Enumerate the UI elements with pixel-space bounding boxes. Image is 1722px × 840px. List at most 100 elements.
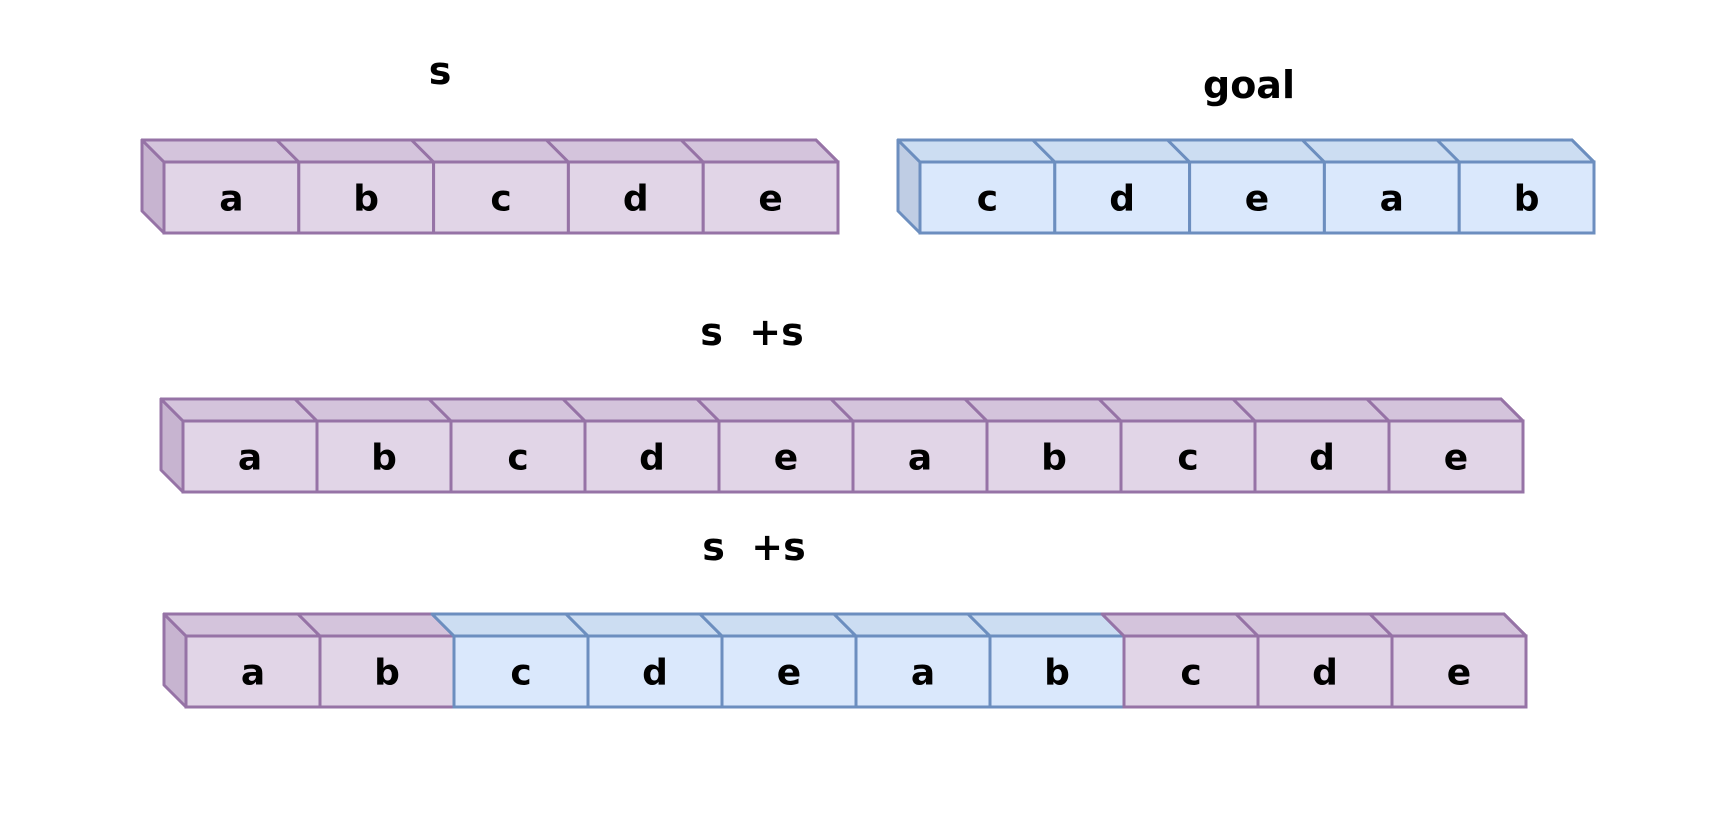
cell-front-face xyxy=(701,160,840,235)
cell-letter: b xyxy=(374,653,400,694)
cell-top-face xyxy=(140,138,301,164)
array-cell: d xyxy=(1234,612,1394,709)
array-cell: e xyxy=(1166,138,1326,235)
cell-front-face xyxy=(1322,160,1461,235)
array-cell: c xyxy=(430,612,590,709)
cell-top-face xyxy=(1097,397,1257,423)
cell-letter: e xyxy=(774,438,798,479)
array-cell: a xyxy=(162,612,322,709)
cell-top-face xyxy=(966,612,1126,638)
cell-letter: a xyxy=(241,653,265,694)
cell-letter: b xyxy=(1041,438,1067,479)
cell-letter: a xyxy=(238,438,262,479)
cell-letter: c xyxy=(1180,653,1201,694)
cell-top-face xyxy=(1435,138,1596,164)
cell-top-face xyxy=(1365,397,1525,423)
cell-front-face xyxy=(297,160,436,235)
cell-front-face xyxy=(583,419,721,494)
array-cell: b xyxy=(966,612,1126,709)
cell-top-face xyxy=(698,612,858,638)
cell-top-face xyxy=(695,397,855,423)
array-cell: c xyxy=(1097,397,1257,494)
array-cell: d xyxy=(564,612,724,709)
cell-top-face xyxy=(1100,612,1260,638)
array-corner-edge xyxy=(814,138,840,164)
array-cell: c xyxy=(410,138,570,235)
cell-top-face xyxy=(1300,138,1461,164)
cell-top-face xyxy=(410,138,570,164)
array-cell: d xyxy=(1031,138,1192,235)
cell-front-face xyxy=(318,634,456,709)
array-cell: b xyxy=(293,397,453,494)
array-cell: a xyxy=(829,397,989,494)
array-cell: e xyxy=(1368,612,1528,709)
array-cell: e xyxy=(679,138,840,235)
array-cell: e xyxy=(695,397,855,494)
cell-top-face xyxy=(430,612,590,638)
cell-letter: d xyxy=(1109,179,1135,220)
array-cell: c xyxy=(427,397,587,494)
cell-letter: d xyxy=(623,179,649,220)
array-cell: c xyxy=(1100,612,1260,709)
cell-letter: d xyxy=(642,653,668,694)
cell-front-face xyxy=(1387,419,1525,494)
cell-letter: a xyxy=(219,179,243,220)
cell-front-face xyxy=(854,634,992,709)
cell-letter: d xyxy=(1312,653,1338,694)
cell-letter: c xyxy=(490,179,511,220)
cell-letter: b xyxy=(353,179,379,220)
array-cell: d xyxy=(561,397,721,494)
cell-letter: d xyxy=(1309,438,1335,479)
cell-front-face xyxy=(1390,634,1528,709)
cell-front-face xyxy=(851,419,989,494)
cell-letter: e xyxy=(1245,179,1269,220)
cell-top-face xyxy=(829,397,989,423)
cell-front-face xyxy=(1457,160,1596,235)
cell-letter: c xyxy=(977,179,998,220)
label-concat-1: s +s xyxy=(700,310,804,354)
cell-top-face xyxy=(564,612,724,638)
cell-letter: c xyxy=(1177,438,1198,479)
cell-top-face xyxy=(544,138,705,164)
cell-front-face xyxy=(566,160,705,235)
array-cell: b xyxy=(296,612,456,709)
cell-top-face xyxy=(679,138,840,164)
array-cell: e xyxy=(698,612,858,709)
cell-top-face xyxy=(293,397,453,423)
array-corner-edge xyxy=(1499,397,1525,423)
cell-top-face xyxy=(1368,612,1528,638)
array-cell: a xyxy=(159,397,319,494)
cell-top-face xyxy=(162,612,322,638)
array-corner-edge xyxy=(1502,612,1528,638)
array-cell: c xyxy=(896,138,1057,235)
cell-top-face xyxy=(832,612,992,638)
label-goal: goal xyxy=(1203,63,1295,107)
cell-front-face xyxy=(1122,634,1260,709)
array-cell: d xyxy=(1231,397,1391,494)
cell-top-face xyxy=(1166,138,1326,164)
cell-front-face xyxy=(918,160,1057,235)
cell-front-face xyxy=(181,419,319,494)
array-cell: b xyxy=(963,397,1123,494)
cell-front-face xyxy=(184,634,322,709)
array-cell: e xyxy=(1365,397,1525,494)
cell-top-face xyxy=(896,138,1057,164)
cell-letter: e xyxy=(1447,653,1471,694)
cell-letter: e xyxy=(777,653,801,694)
cell-front-face xyxy=(988,634,1126,709)
cell-letter: b xyxy=(1514,179,1540,220)
cell-top-face xyxy=(1231,397,1391,423)
cell-front-face xyxy=(452,634,590,709)
array-cell: d xyxy=(544,138,705,235)
array-corner-edge xyxy=(1570,138,1596,164)
cell-top-face xyxy=(1234,612,1394,638)
cell-letter: a xyxy=(908,438,932,479)
cell-letter: c xyxy=(507,438,528,479)
array-cell: a xyxy=(832,612,992,709)
cell-top-face xyxy=(963,397,1123,423)
cell-top-face xyxy=(296,612,456,638)
array-cell: b xyxy=(275,138,436,235)
